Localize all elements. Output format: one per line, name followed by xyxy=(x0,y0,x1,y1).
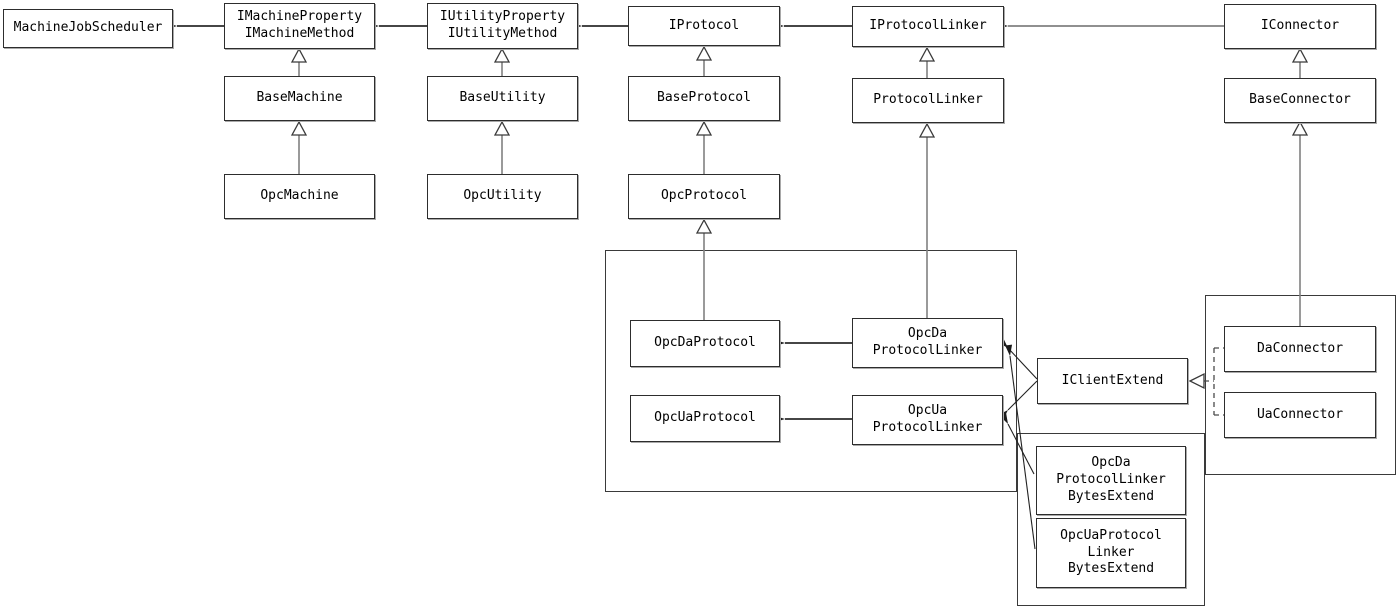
association-arrows xyxy=(163,21,1224,424)
node-label: IMachineMethod xyxy=(244,26,355,41)
diagonal-arrows xyxy=(997,337,1038,550)
node-base-utility[interactable]: BaseUtility xyxy=(427,76,578,121)
node-label: ProtocolLinker xyxy=(873,92,983,108)
node-label: BaseMachine xyxy=(256,90,343,106)
node-da-connector[interactable]: DaConnector xyxy=(1224,326,1376,372)
node-label: IUtilityMethod xyxy=(447,26,558,41)
node-label: UaConnector xyxy=(1256,406,1344,422)
realization-triangle xyxy=(1188,372,1205,390)
node-label: IProtocol xyxy=(668,17,740,33)
node-ua-connector[interactable]: UaConnector xyxy=(1224,392,1376,438)
node-label: DaConnector xyxy=(1256,340,1344,356)
node-i-machine-property-method[interactable]: IMachineProperty IMachineMethod xyxy=(224,3,375,49)
node-label: OpcUtility xyxy=(463,188,542,204)
node-label: ProtocolLinker xyxy=(872,420,983,435)
realization-dashed-lines xyxy=(1204,347,1224,416)
node-label: BaseUtility xyxy=(459,90,546,106)
node-base-connector[interactable]: BaseConnector xyxy=(1224,78,1376,123)
node-i-protocol-linker[interactable]: IProtocolLinker xyxy=(852,6,1004,47)
node-opc-utility[interactable]: OpcUtility xyxy=(427,174,578,219)
node-label: OpcMachine xyxy=(260,188,339,204)
node-base-protocol[interactable]: BaseProtocol xyxy=(628,76,780,121)
node-i-protocol[interactable]: IProtocol xyxy=(628,6,780,46)
generalization-lines xyxy=(298,60,1301,326)
node-opc-da-protocol-linker[interactable]: OpcDa ProtocolLinker xyxy=(852,318,1003,368)
node-opc-da-protocol-linker-bytes-extend[interactable]: OpcDa ProtocolLinker BytesExtend xyxy=(1036,446,1186,515)
node-label: IConnector xyxy=(1260,18,1340,34)
group-box-bytes-extend xyxy=(1017,433,1205,606)
node-label: OpcDaProtocol xyxy=(654,335,756,351)
node-protocol-linker[interactable]: ProtocolLinker xyxy=(852,78,1004,123)
node-label: OpcDa xyxy=(907,326,948,342)
node-label: IClientExtend xyxy=(1061,372,1164,388)
node-base-machine[interactable]: BaseMachine xyxy=(224,76,375,121)
node-label: ProtocolLinker xyxy=(872,343,983,358)
node-label: OpcProtocol xyxy=(660,188,748,204)
node-label: IMachineProperty xyxy=(236,9,363,25)
node-label: MachineJobScheduler xyxy=(13,20,163,36)
node-opc-ua-protocol-linker[interactable]: OpcUa ProtocolLinker xyxy=(852,395,1003,445)
node-label: Linker xyxy=(1087,544,1135,560)
node-opc-machine[interactable]: OpcMachine xyxy=(224,174,375,219)
node-opc-da-protocol[interactable]: OpcDaProtocol xyxy=(630,320,780,367)
node-label: BytesExtend xyxy=(1067,561,1155,577)
node-label: OpcUaProtocol xyxy=(1060,527,1162,543)
node-label: BaseConnector xyxy=(1249,92,1351,108)
node-label: ProtocolLinker xyxy=(1056,472,1166,488)
generalization-triangles xyxy=(290,45,1309,234)
node-label: BaseProtocol xyxy=(657,90,751,106)
node-opc-ua-protocol[interactable]: OpcUaProtocol xyxy=(630,395,780,442)
node-machine-job-scheduler[interactable]: MachineJobScheduler xyxy=(3,9,173,48)
group-box-protocol-linkers xyxy=(605,250,1017,492)
node-label: IProtocolLinker xyxy=(869,18,987,34)
node-opc-protocol[interactable]: OpcProtocol xyxy=(628,174,780,219)
node-opc-ua-protocol-linker-bytes-extend[interactable]: OpcUaProtocol Linker BytesExtend xyxy=(1036,518,1186,588)
node-i-utility-property-method[interactable]: IUtilityProperty IUtilityMethod xyxy=(427,3,578,49)
node-label: OpcUaProtocol xyxy=(654,410,756,426)
node-i-connector[interactable]: IConnector xyxy=(1224,4,1376,49)
node-label: OpcUa xyxy=(907,403,948,419)
node-label: BytesExtend xyxy=(1067,488,1155,504)
node-label: IUtilityProperty xyxy=(439,9,566,25)
node-i-client-extend[interactable]: IClientExtend xyxy=(1037,358,1188,404)
node-label: OpcDa xyxy=(1091,455,1131,471)
